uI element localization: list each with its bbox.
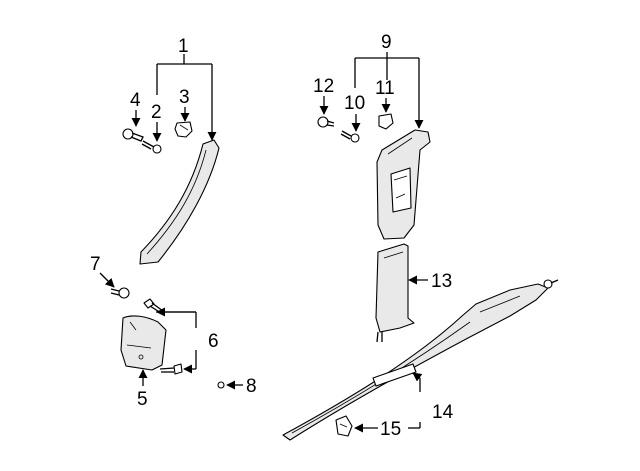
leader-lines <box>99 52 428 433</box>
callout-1: 1 <box>178 36 189 57</box>
part-screw-10 <box>340 130 360 143</box>
callout-labels: 1 2 3 4 5 6 7 8 9 10 11 12 13 14 15 <box>90 32 454 440</box>
part-push-pin-4 <box>122 128 144 142</box>
part-screws-6 <box>143 298 183 375</box>
callout-5: 5 <box>137 389 148 410</box>
callout-2: 2 <box>151 102 162 123</box>
callout-12: 12 <box>313 76 334 97</box>
callout-13: 13 <box>431 271 452 292</box>
callout-4: 4 <box>130 90 141 111</box>
callout-9: 9 <box>381 32 392 53</box>
part-clip-8 <box>217 381 225 389</box>
callout-6: 6 <box>208 331 219 352</box>
callout-7: 7 <box>90 254 101 275</box>
callout-10: 10 <box>344 93 365 114</box>
part-clip-3 <box>174 121 193 138</box>
callout-11: 11 <box>375 78 395 99</box>
part-a-pillar-trim <box>139 139 220 265</box>
part-b-pillar-upper-trim <box>376 129 431 240</box>
part-cowl-trim-panel <box>120 315 167 371</box>
callout-8: 8 <box>246 376 257 397</box>
part-push-pin-7 <box>110 287 130 299</box>
part-clip-11 <box>378 113 394 130</box>
part-clip-15 <box>335 415 353 437</box>
callout-15: 15 <box>380 419 401 440</box>
callout-14: 14 <box>432 402 454 423</box>
part-b-pillar-lower-trim <box>375 243 415 343</box>
callout-3: 3 <box>179 87 190 108</box>
part-sill-plate <box>282 279 559 441</box>
part-push-pin-12 <box>317 116 335 128</box>
part-screw-2 <box>141 140 162 154</box>
